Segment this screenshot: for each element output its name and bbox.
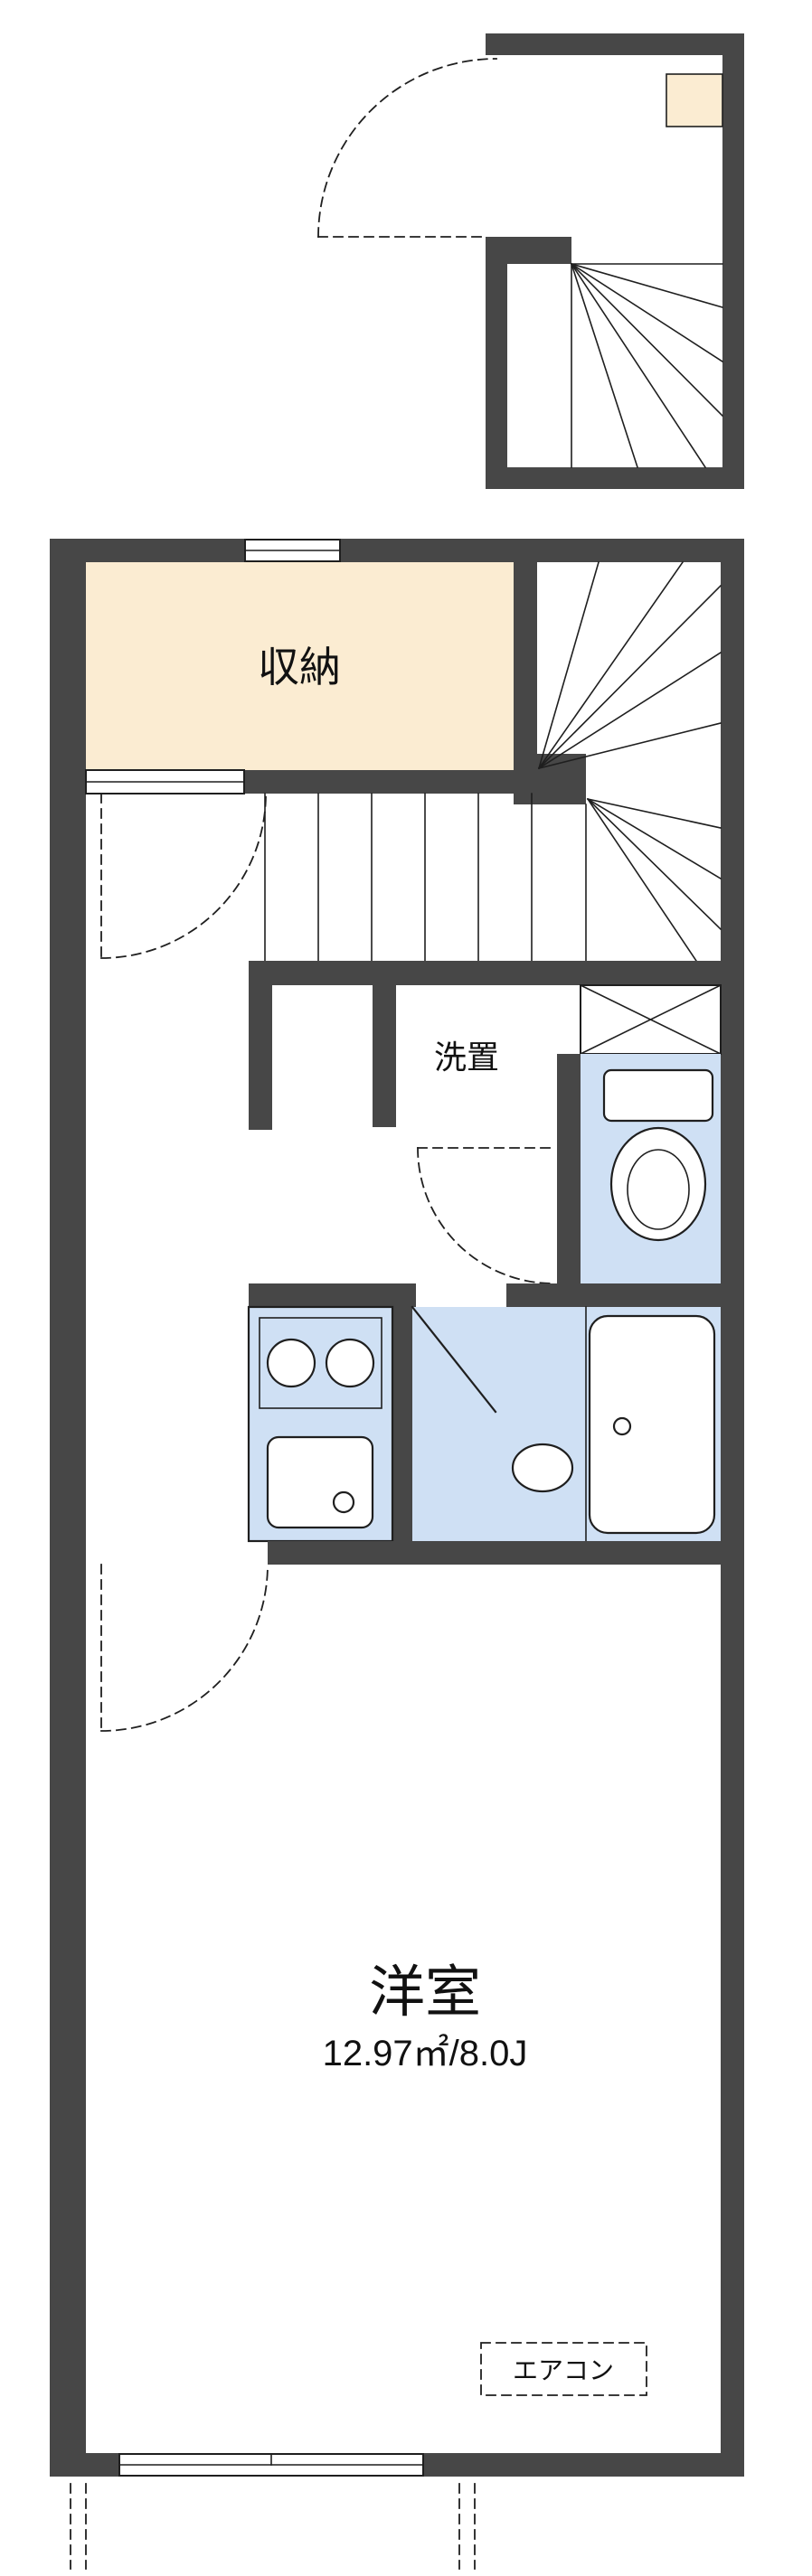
bathroom xyxy=(411,1305,721,1542)
wall-segment xyxy=(486,237,571,264)
western-room-label: 洋室 xyxy=(369,1961,481,2024)
kitchen-bath-section xyxy=(247,1283,744,1543)
window-bottom xyxy=(118,2453,424,2477)
straight-stair-treads xyxy=(264,793,587,962)
overhead-shelf xyxy=(579,983,722,1056)
toilet-room xyxy=(557,983,722,1283)
wall-segment xyxy=(249,985,272,1130)
closet-room: 収納 xyxy=(85,562,537,794)
window-top xyxy=(244,539,341,562)
room-door-swing xyxy=(100,1564,269,1732)
kitchen-unit xyxy=(247,1305,394,1543)
staircase xyxy=(249,560,744,985)
laundry-label: 洗置 xyxy=(434,1039,499,1076)
stove-burner-icon xyxy=(325,1338,375,1388)
wall-segment xyxy=(506,1283,744,1307)
toilet-tank-icon xyxy=(602,1068,714,1123)
kitchen-sink-icon xyxy=(266,1435,374,1529)
main-floor: 収納 xyxy=(50,539,744,2570)
winder-stairs-2f xyxy=(570,262,724,469)
laundry-area: 洗置 xyxy=(249,985,554,1284)
winder-stairs-lower xyxy=(586,797,722,963)
wall-segment xyxy=(514,562,537,770)
sink-drain-icon xyxy=(332,1490,355,1514)
property-line-marks xyxy=(70,2483,476,2570)
western-room-size: 12.97㎡/8.0J xyxy=(323,2034,528,2073)
bathroom-door xyxy=(411,1305,497,1414)
wall-segment xyxy=(268,1541,744,1565)
wall-segment xyxy=(244,770,537,794)
hall-door-swing xyxy=(100,793,267,959)
aircon-box: エアコン xyxy=(480,2342,647,2396)
toilet-bowl-icon xyxy=(609,1126,707,1242)
stove-icon xyxy=(259,1317,382,1409)
wall-segment xyxy=(249,1283,416,1307)
shelf xyxy=(666,73,723,127)
entry-door-swing xyxy=(317,58,497,238)
tub-drain-icon xyxy=(612,1416,632,1436)
closet-floor xyxy=(86,562,514,770)
toilet-seat-icon xyxy=(627,1149,690,1230)
bathtub-icon xyxy=(588,1314,716,1535)
washroom-door-swing xyxy=(417,1147,554,1284)
winder-stairs-upper xyxy=(537,560,722,770)
aircon-label: エアコン xyxy=(513,2356,614,2384)
wall-segment xyxy=(373,985,396,1127)
wall-segment xyxy=(557,1054,581,1283)
stove-burner-icon xyxy=(266,1338,316,1388)
wall-segment xyxy=(249,961,744,985)
bath-drain-icon xyxy=(511,1443,574,1493)
closet-sliding-door xyxy=(85,769,245,794)
closet-label: 収納 xyxy=(258,644,341,691)
door-opening xyxy=(484,55,507,237)
stair-newel-wall xyxy=(514,754,586,804)
second-floor-stairwell xyxy=(317,33,744,489)
wall-segment xyxy=(392,1307,412,1541)
western-room: 洋室 12.97㎡/8.0J エアコン xyxy=(100,1541,744,2396)
